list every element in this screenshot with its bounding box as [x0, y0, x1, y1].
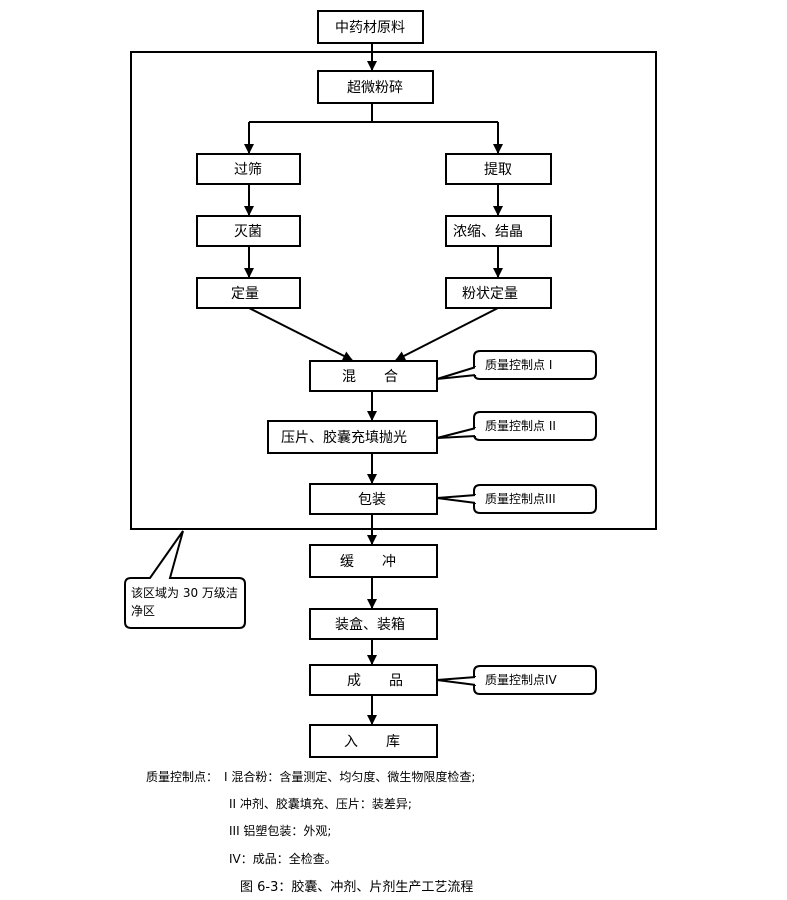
qc-callout-1: 质量控制点 I	[436, 350, 597, 380]
node-micronize-label: 超微粉碎	[347, 80, 403, 96]
node-concentrate: 浓缩、结晶	[445, 215, 552, 247]
clean-zone-label: 该区域为 30 万级洁净区	[131, 586, 238, 618]
arrow-left-to-mix	[248, 307, 353, 361]
node-product: 成 品	[309, 664, 438, 696]
node-sterilize-label: 灭菌	[234, 224, 262, 240]
legend-line-1: I 混合粉：含量测定、均匀度、微生物限度检查;	[224, 770, 476, 784]
qc-callout-3: 质量控制点III	[436, 484, 597, 514]
legend-line-2: II 冲剂、胶囊填充、压片：装差异;	[229, 797, 412, 811]
figure-caption: 图 6-3：胶囊、冲剂、片剂生产工艺流程	[240, 880, 474, 895]
node-sterilize: 灭菌	[196, 215, 301, 247]
connectors	[244, 43, 503, 725]
node-boxing: 装盒、装箱	[309, 608, 438, 640]
clean-zone-boundary	[130, 51, 657, 530]
node-press-fill: 压片、胶囊充填抛光	[267, 420, 438, 454]
node-storage: 入 库	[309, 724, 438, 758]
node-quantify-left: 定量	[196, 277, 301, 309]
legend-line-4: IV：成品：全检查。	[229, 852, 337, 866]
arrow-right-to-mix	[395, 307, 499, 361]
node-buffer: 缓 冲	[309, 544, 438, 578]
node-boxing-label: 装盒、装箱	[335, 616, 405, 633]
node-raw-material: 中药材原料	[317, 10, 424, 44]
legend-heading: 质量控制点：	[146, 770, 219, 784]
node-buffer-label: 缓 冲	[340, 554, 396, 570]
node-extract-label: 提取	[484, 162, 512, 178]
node-quantify-right: 粉状定量	[445, 277, 552, 309]
node-mix: 混 合	[309, 360, 438, 392]
node-extract: 提取	[445, 153, 552, 185]
node-pack-label: 包装	[358, 492, 386, 508]
qc-callout-4-label: 质量控制点IV	[485, 673, 558, 687]
node-sieve-label: 过筛	[234, 162, 262, 178]
node-quantify-left-label: 定量	[231, 286, 259, 302]
node-concentrate-label: 浓缩、结晶	[453, 224, 523, 240]
qc-callout-2: 质量控制点 II	[436, 411, 597, 441]
legend-line-3: III 铝塑包装：外观;	[229, 824, 332, 838]
qc-callout-2-label: 质量控制点 II	[485, 419, 556, 433]
qc-callout-3-label: 质量控制点III	[485, 492, 556, 506]
qc-callout-4: 质量控制点IV	[436, 665, 597, 695]
node-micronize: 超微粉碎	[317, 70, 434, 104]
node-raw-material-label: 中药材原料	[335, 20, 405, 36]
node-sieve: 过筛	[196, 153, 301, 185]
node-product-label: 成 品	[347, 673, 403, 689]
node-press-fill-label: 压片、胶囊充填抛光	[281, 429, 407, 446]
qc-callout-1-label: 质量控制点 I	[485, 358, 552, 372]
node-quantify-right-label: 粉状定量	[462, 286, 518, 302]
zone-callout	[124, 530, 246, 629]
node-storage-label: 入 库	[344, 734, 400, 750]
node-pack: 包装	[309, 483, 438, 515]
node-mix-label: 混 合	[342, 369, 398, 385]
